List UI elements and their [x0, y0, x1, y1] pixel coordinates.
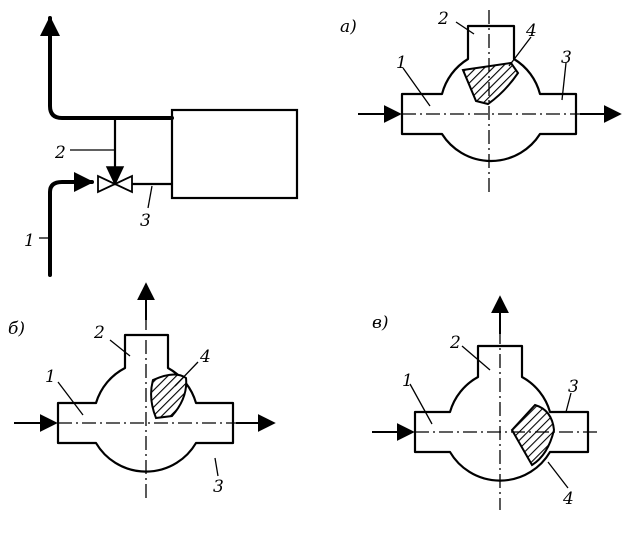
outlet-pipe [40, 16, 174, 120]
label-plug-4: 4 [199, 347, 211, 367]
label-port-3: 3 [213, 477, 224, 497]
supply-pipe [48, 172, 94, 277]
caption-view-v: в) [372, 313, 389, 333]
valve-body [413, 344, 590, 482]
piping-schematic: 2 1 3 [24, 16, 299, 277]
three-way-valve-icon [97, 166, 133, 194]
label-pipe-3: 3 [140, 211, 151, 231]
valve-view-v: в) 2 3 1 4 [372, 295, 600, 510]
label-plug-4: 4 [525, 21, 537, 41]
label-port-2: 2 [449, 333, 461, 353]
plug-4 [150, 373, 188, 420]
label-port-3: 3 [561, 48, 572, 68]
label-plug-4: 4 [562, 489, 574, 509]
valve-view-b: б) 2 4 1 3 [8, 282, 276, 500]
consumer-box [170, 108, 299, 200]
plug-4 [461, 61, 520, 106]
plug-4 [510, 403, 556, 467]
label-pipe-2: 2 [54, 143, 66, 163]
valve-view-a: а) 2 4 1 3 [340, 9, 622, 192]
label-port-1: 1 [45, 367, 56, 387]
label-port-1: 1 [396, 53, 407, 73]
label-port-2: 2 [93, 323, 105, 343]
caption-view-a: а) [340, 17, 357, 37]
label-pipe-1: 1 [24, 231, 35, 251]
label-port-2: 2 [437, 9, 449, 29]
caption-view-b: б) [8, 319, 25, 339]
label-port-3: 3 [568, 377, 579, 397]
label-port-1: 1 [402, 371, 413, 391]
